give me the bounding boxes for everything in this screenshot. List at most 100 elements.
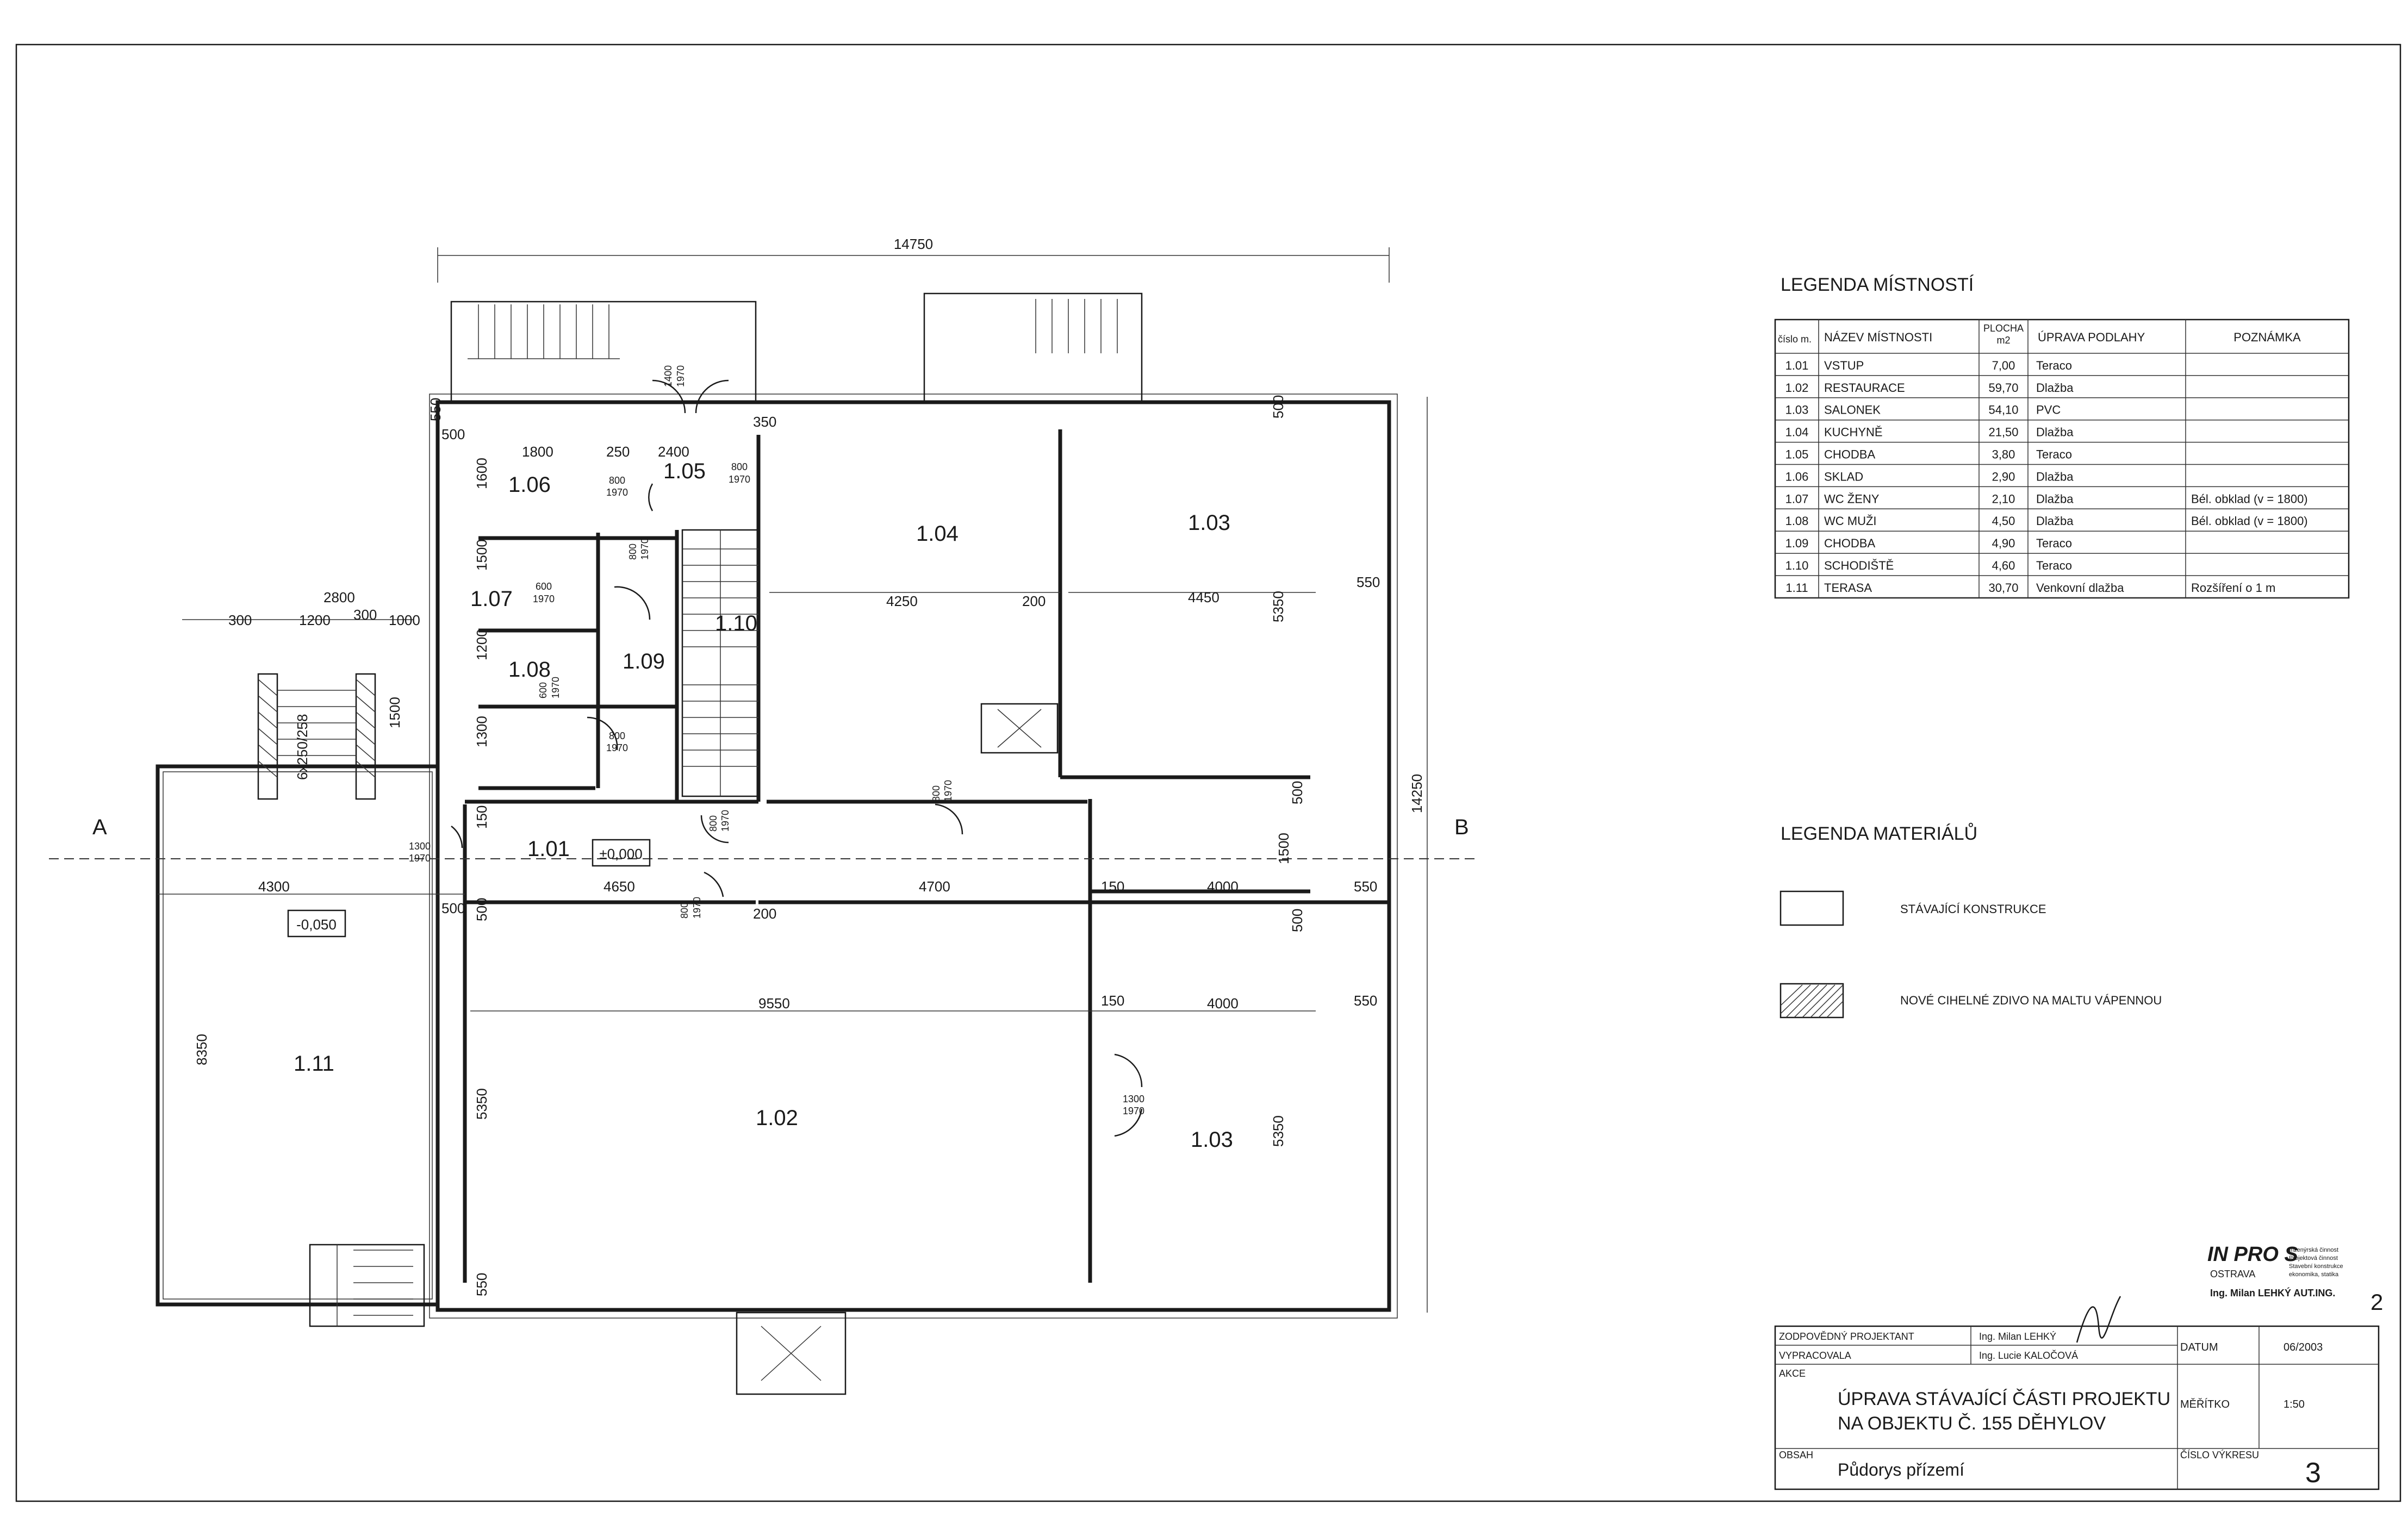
legend-cell: Dlažba [2036,492,2074,505]
drawing-no-label: ČÍSLO VÝKRESU [2180,1449,2259,1460]
room-101: 1.01 [527,837,570,861]
section-label-b: B [1454,815,1469,839]
date-value: 06/2003 [2283,1341,2323,1353]
stamp-line-2: Projektová činnost [2289,1255,2338,1262]
dim-150b: 150 [1101,878,1124,895]
new-brick-wall-right [355,673,376,800]
col-area-b: m2 [1996,335,2010,346]
legend-cell: Teraco [2036,536,2072,550]
legend-cell: CHODBA [1824,536,1875,550]
dim-150c: 150 [1101,992,1124,1009]
legend-cell: 2,90 [1992,470,2015,483]
legend-cell: PVC [2036,403,2061,417]
door-800d: 800 [609,730,625,741]
door-1970j: 1970 [409,853,431,864]
legend-cell: 59,70 [1988,381,2018,395]
door-800b: 800 [609,475,625,486]
door-1970m: 1970 [1123,1106,1144,1116]
legend-cell: 1.11 [1785,581,1808,595]
legend-cell: Dlažba [2036,426,2074,439]
material-legend-title: LEGENDA MATERIÁLŮ [1781,823,1977,844]
signature [2076,1296,2121,1343]
south-light-well [736,1312,847,1395]
new-brick-label: NOVÉ CIHELNÉ ZDIVO NA MALTU VÁPENNOU [1900,994,2162,1007]
door-1970k: 1970 [692,897,702,919]
room-legend-title: LEGENDA MÍSTNOSTÍ [1781,274,1974,295]
door-1970a: 1970 [675,365,686,387]
dim-2400: 2400 [658,444,689,460]
legend-cell: KUCHYNĚ [1824,426,1883,439]
legend-cell: Teraco [2036,448,2072,461]
room-109: 1.09 [623,650,665,673]
dim-250: 250 [606,444,630,460]
col-floor: ÚPRAVA PODLAHY [2038,330,2145,344]
dim-200b: 200 [753,906,776,922]
dim-550c: 550 [1354,878,1377,895]
door-1970i: 1970 [943,780,954,802]
dim-550b: 550 [1357,574,1380,590]
kitchen-hood [980,703,1059,754]
room-106: 1.06 [508,473,551,497]
room-102: 1.02 [756,1106,798,1130]
door-1300a: 1300 [409,841,431,852]
new-brick-swatch [1779,983,1844,1019]
dim-9550: 9550 [758,995,790,1011]
legend-cell: VSTUP [1824,359,1864,372]
legend-cell: 7,00 [1992,359,2015,372]
legend-cell: Venkovní dlažba [2036,581,2124,595]
action-line-2: NA OBJEKTU Č. 155 DĚHYLOV [1838,1413,2106,1434]
door-600a: 600 [536,581,552,592]
door-1970c: 1970 [606,487,628,498]
door-1970g: 1970 [606,742,628,753]
legend-cell: 1.06 [1785,470,1809,483]
dim-4650: 4650 [603,878,635,895]
legend-cell: Rozšíření o 1 m [2191,581,2275,595]
existing-construction-label: STÁVAJÍCÍ KONSTRUKCE [1900,902,2046,916]
responsible-name: Ing. Milan LEHKÝ [1979,1331,2056,1342]
door-1970b: 1970 [729,474,750,485]
room-103-top: 1.03 [1188,511,1230,535]
stamp-line-1: Inženýrská činnost [2289,1247,2338,1253]
col-area-a: PLOCHA [1983,323,2024,334]
dim-200a: 200 [1022,593,1046,609]
door-800f: 800 [931,785,942,802]
dim-2800: 2800 [323,589,355,605]
legend-cell: Dlažba [2036,381,2074,395]
stamp-line-3: Stavební konstrukce [2289,1263,2343,1270]
room-110: 1.10 [715,611,757,635]
terrace-outline [155,764,440,1307]
dim-1500c: 1500 [1275,833,1292,864]
dim-4700: 4700 [919,878,950,895]
stamp-line-4: ekonomika, statika [2289,1271,2339,1278]
legend-cell: TERASA [1824,581,1872,595]
door-1400: 1400 [663,365,674,387]
sheet-border [15,43,2401,1502]
door-800a: 800 [731,461,748,472]
door-800e: 800 [708,815,719,832]
legend-cell: 2,10 [1992,492,2015,505]
section-label-a: A [92,815,107,839]
room-107: 1.07 [470,587,513,611]
legend-cell: 4,60 [1992,559,2015,572]
door-1970d: 1970 [639,538,650,560]
legend-cell: 1.09 [1785,536,1809,550]
responsible-label: ZODPOVĚDNÝ PROJEKTANT [1779,1331,1914,1342]
dim-500f: 500 [474,898,490,921]
legend-cell: 1.03 [1785,403,1809,417]
dim-550a: 550 [427,398,444,421]
legend-cell: SALONEK [1824,403,1881,417]
col-note: POZNÁMKA [2233,330,2301,344]
legend-cell: 1.08 [1785,514,1809,528]
dim-500a: 500 [441,426,465,442]
level-terrace: -0,050 [296,916,337,933]
material-legend: LEGENDA MATERIÁLŮ STÁVAJÍCÍ KONSTRUKCE N… [1779,823,2162,1019]
legend-cell: 4,90 [1992,536,2015,550]
legend-cell: Dlažba [2036,470,2074,483]
door-1970h: 1970 [720,810,731,832]
door-800g: 800 [679,902,690,919]
door-800c: 800 [627,544,638,560]
dim-4000a: 4000 [1207,878,1239,895]
overall-height-dim: 14250 [1409,774,1425,813]
